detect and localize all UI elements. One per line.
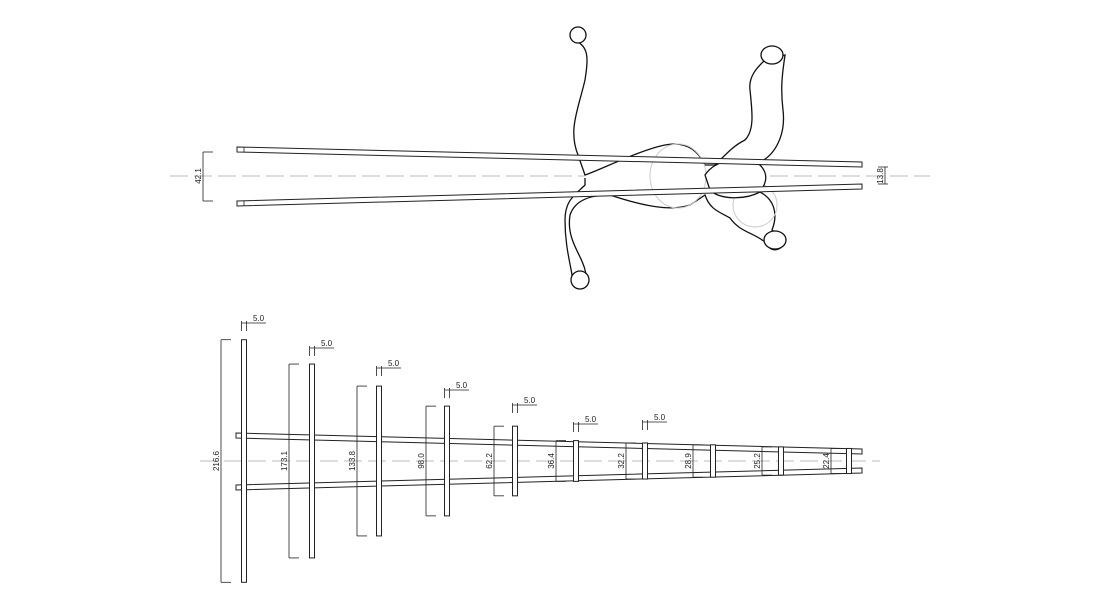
dimension-boom-spacing: 42.1 — [194, 151, 213, 202]
element-length-label: 216.6 — [212, 450, 221, 471]
element-length-label: 98.0 — [417, 453, 426, 469]
boom-rail-upper — [235, 432, 863, 455]
element-thickness-dimension: 5.0 — [642, 413, 667, 430]
element-thickness-dimension: 5.0 — [376, 359, 401, 376]
element-thickness-dimension: 5.0 — [241, 314, 266, 331]
director-element — [512, 425, 518, 497]
element-length-label: 32.2 — [617, 453, 626, 469]
boom-spacing-label: 42.1 — [194, 168, 203, 184]
element-thickness-dimension: 5.0 — [573, 415, 598, 432]
element-length-label: 62.2 — [485, 453, 494, 469]
element-length-dimension: 98.0 — [417, 405, 436, 517]
director-element — [309, 363, 315, 559]
director-element — [710, 444, 716, 478]
element-length-dimension: 173.1 — [280, 363, 299, 559]
element-length-label: 22.4 — [822, 453, 831, 469]
element-thickness-label: 5.0 — [456, 381, 468, 390]
element-length-dimension: 62.2 — [485, 425, 504, 497]
element-length-label: 173.1 — [280, 450, 289, 471]
element-length-label: 28.9 — [684, 453, 693, 469]
director-element — [573, 440, 579, 482]
element-length-dimension: 25.2 — [753, 446, 772, 476]
element-thickness-label: 5.0 — [585, 415, 597, 424]
element-length-label: 36.4 — [547, 453, 556, 469]
element-thickness-label: 5.0 — [524, 396, 536, 405]
director-element — [778, 446, 784, 476]
director-element — [846, 447, 852, 475]
element-length-dimension: 216.6 — [212, 339, 231, 583]
element-thickness-label: 5.0 — [388, 359, 400, 368]
element-length-dimension: 36.4 — [547, 440, 566, 482]
element-thickness-label: 5.0 — [654, 413, 666, 422]
element-thickness-dimension: 5.0 — [309, 339, 334, 356]
element-length-dimension: 133.8 — [348, 385, 367, 537]
director-element — [444, 405, 450, 517]
element-length-dimension: 32.2 — [617, 442, 636, 480]
boom-rail-lower — [236, 183, 863, 207]
director-element — [241, 339, 247, 583]
director-element — [642, 442, 648, 480]
dimension-tip-spacing: 13.8 — [876, 166, 888, 185]
tip-spacing-label: 13.8 — [876, 168, 885, 184]
element-length-dimension: 22.4 — [822, 448, 841, 474]
element-thickness-label: 5.0 — [253, 314, 265, 323]
element-thickness-label: 5.0 — [321, 339, 333, 348]
side-view: 216.6 5.0 173.1 5.0 133.8 5.0 98.0 5.0 62.2 5.0 36… — [200, 314, 880, 583]
element-length-dimension: 28.9 — [684, 444, 703, 478]
top-view: 42.1 13.8 — [170, 26, 930, 290]
boom-rail-lower — [235, 467, 863, 491]
element-thickness-dimension: 5.0 — [512, 396, 537, 413]
element-length-label: 25.2 — [753, 453, 762, 469]
director-element — [376, 385, 382, 537]
element-thickness-dimension: 5.0 — [444, 381, 469, 398]
boom-rail-upper — [236, 146, 863, 168]
element-length-label: 133.8 — [348, 450, 357, 471]
